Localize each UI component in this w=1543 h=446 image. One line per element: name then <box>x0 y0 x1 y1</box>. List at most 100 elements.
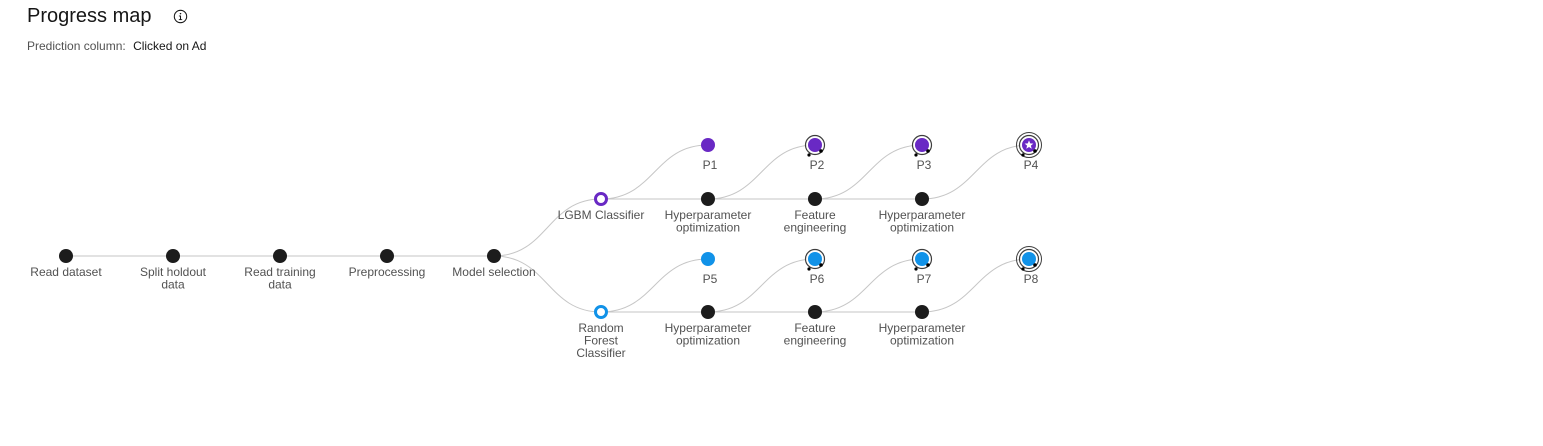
node-p6[interactable]: P6 <box>804 248 826 287</box>
node-prep-label-line: Preprocessing <box>349 265 426 279</box>
node-p1-label: P1 <box>703 158 718 172</box>
node-lgbm[interactable]: LGBM Classifier <box>558 192 645 223</box>
node-read-dot <box>59 249 73 263</box>
node-p5[interactable]: P5 <box>701 252 718 286</box>
node-lh2-label-line: optimization <box>890 221 954 235</box>
node-rh2-label-line: Hyperparameter <box>879 321 966 335</box>
node-prep-label: Preprocessing <box>349 265 426 279</box>
edge-lgbm-p1 <box>600 144 709 200</box>
node-p2-label: P2 <box>810 158 825 172</box>
prediction-column: Prediction column: Clicked on Ad <box>27 39 206 53</box>
node-p4-label-line: P4 <box>1024 158 1039 172</box>
node-p4[interactable]: P4 <box>1016 132 1042 173</box>
edge-msel-lgbm <box>493 198 602 257</box>
node-rfe-label-line: engineering <box>784 334 847 348</box>
node-lgbm-label-line: LGBM Classifier <box>558 208 645 222</box>
edge-lh2-p4 <box>921 144 1030 200</box>
node-p3-dot <box>915 138 929 152</box>
node-train-label-line: data <box>268 278 292 292</box>
node-lh1-dot <box>701 192 715 206</box>
node-split-label-line: data <box>161 278 185 292</box>
node-p3-marker <box>926 149 930 153</box>
node-rf-label-line: Random <box>578 321 623 335</box>
node-p8-label: P8 <box>1024 272 1039 286</box>
edge-rfe-p7 <box>814 258 923 313</box>
node-prep[interactable]: Preprocessing <box>349 249 426 279</box>
node-msel-dot <box>487 249 501 263</box>
node-rf-label-line: Classifier <box>576 346 625 360</box>
node-p2-label-line: P2 <box>810 158 825 172</box>
node-p2-dot <box>808 138 822 152</box>
node-lh1-label-line: Hyperparameter <box>665 208 752 222</box>
node-p2-marker <box>819 149 823 153</box>
node-rfe-dot <box>808 305 822 319</box>
node-p6-dot <box>808 252 822 266</box>
node-msel[interactable]: Model selection <box>452 249 536 279</box>
node-p1-label-line: P1 <box>703 158 718 172</box>
node-rf-label-line: Forest <box>584 334 619 348</box>
node-lh2-label-line: Hyperparameter <box>879 208 966 222</box>
node-lgbm-ring <box>594 192 608 206</box>
node-p7[interactable]: P7 <box>911 248 933 287</box>
node-p7-dot <box>915 252 929 266</box>
header: Progress map Prediction column: Clicked … <box>27 5 206 53</box>
node-rh1-label-line: optimization <box>676 334 740 348</box>
title-row: Progress map <box>27 5 206 28</box>
node-p6-marker <box>819 263 823 267</box>
node-p8-label-line: P8 <box>1024 272 1039 286</box>
node-rh1-label-line: Hyperparameter <box>665 321 752 335</box>
information-icon[interactable] <box>173 9 188 24</box>
edge-rh2-p8 <box>921 258 1030 313</box>
node-rf-ring <box>594 305 608 319</box>
node-p1-dot <box>701 138 715 152</box>
node-p8-outer-ring <box>1016 246 1042 272</box>
node-p2[interactable]: P2 <box>804 134 826 173</box>
node-lh1-label-line: optimization <box>676 221 740 235</box>
node-p4-marker-2 <box>1021 153 1025 157</box>
node-p1[interactable]: P1 <box>701 138 718 172</box>
node-p7-marker <box>926 263 930 267</box>
node-lh2-dot <box>915 192 929 206</box>
star-icon <box>1024 140 1034 149</box>
node-p4-marker <box>1033 149 1037 153</box>
node-msel-label-line: Model selection <box>452 265 535 279</box>
node-p4-outer-ring <box>1016 132 1042 158</box>
node-p7-label: P7 <box>917 272 932 286</box>
node-p6-label: P6 <box>810 272 825 286</box>
node-read[interactable]: Read dataset <box>30 249 102 279</box>
node-lfe-dot <box>808 192 822 206</box>
node-lfe-label-line: engineering <box>784 221 847 235</box>
node-p8-marker-2 <box>1021 267 1025 271</box>
node-msel-label: Model selection <box>452 265 535 279</box>
node-p3-label-line: P3 <box>917 158 932 172</box>
node-p8[interactable]: P8 <box>1016 246 1042 287</box>
edge-msel-rf <box>493 255 602 313</box>
node-prep-dot <box>380 249 394 263</box>
edge-rh1-p6 <box>707 258 816 313</box>
edges <box>66 144 1030 313</box>
node-p4-label: P4 <box>1024 158 1039 172</box>
node-p8-marker <box>1033 263 1037 267</box>
edge-lh1-p2 <box>707 144 816 200</box>
node-read-label: Read dataset <box>30 265 102 279</box>
node-p3[interactable]: P3 <box>911 134 933 173</box>
prediction-column-value: Clicked on Ad <box>133 39 207 53</box>
node-p3-marker-2 <box>914 153 918 157</box>
node-rfe-label-line: Feature <box>794 321 836 335</box>
